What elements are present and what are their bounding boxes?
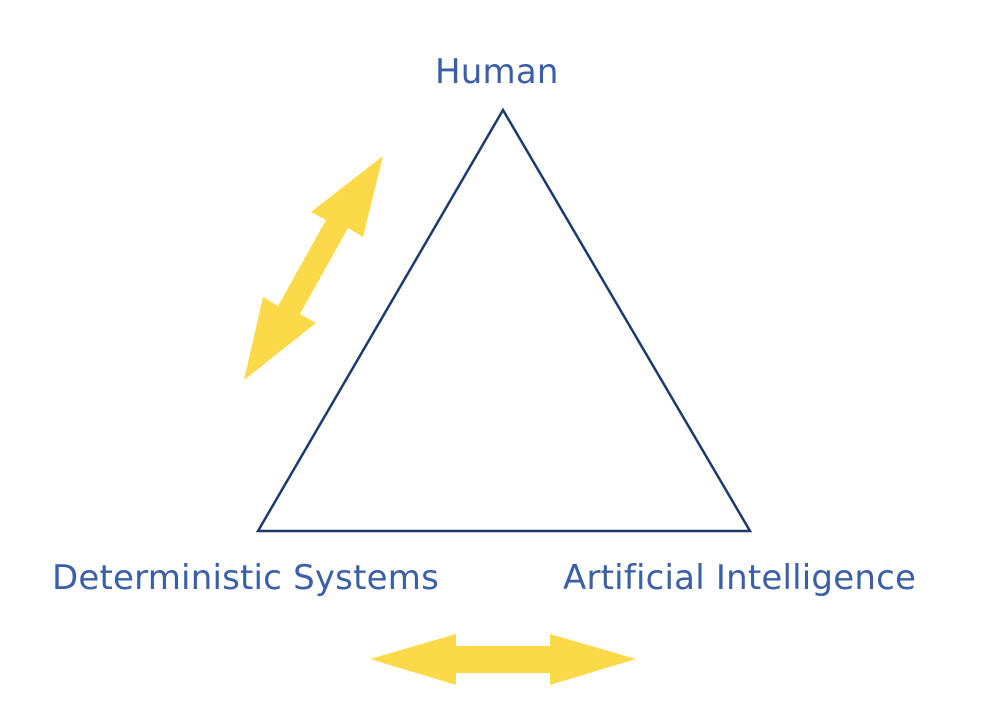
node-label-deterministic-systems: Deterministic Systems <box>52 558 439 598</box>
triangle-outline <box>255 107 753 533</box>
double-arrow-deterministic-ai <box>370 634 636 685</box>
node-label-artificial-intelligence: Artificial Intelligence <box>563 558 917 598</box>
double-arrow-human-deterministic <box>244 156 383 380</box>
node-label-human: Human <box>435 52 559 92</box>
